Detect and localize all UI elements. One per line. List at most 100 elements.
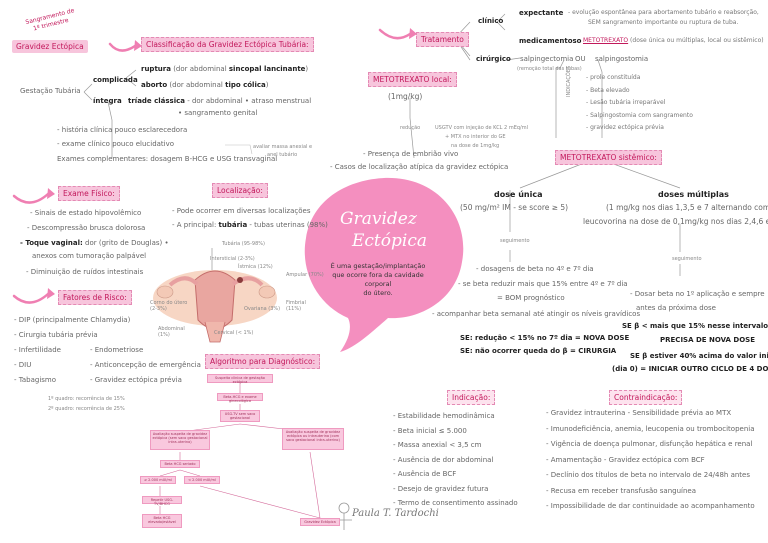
usg-line: na dose de 1mg/kg [451,143,500,149]
aborto-bold: tipo cólica [225,81,266,89]
expectante-2: SEM sangramento importante ou ruptura de… [588,19,739,26]
salp-item: - Lesão tubária irreparável [586,99,666,106]
anat-fimbrial: Fimbrial (11%) [286,300,306,312]
exame-item: - Sinais de estado hipovolêmico [30,209,142,217]
contra-item: - Impossibilidade de dar continuidade ao… [546,502,755,510]
risco-item: - Tabagismo [14,376,57,384]
center-title-2: Ectópica [352,231,427,251]
indicacao-list: - Estabilidade hemodinâmica - Beta inici… [393,409,518,511]
indicacao-item: - Ausência de BCF [393,470,457,478]
ruptura-label: ruptura [141,65,171,73]
center-title-1: Gravidez [340,209,417,229]
algo-box: Gravidez Ectópica [300,518,340,526]
loc-tubas: - tubas uterinas (98%) [249,221,328,229]
algoritmo-header: Algoritmo para Diagnóstico: [205,354,321,369]
expectante: expectante [519,9,564,17]
anat-ovariana: Ovariana (3%) [244,306,281,312]
usg-line: + MTX no interior do GE [445,134,506,140]
classificacao-header: Classificação da Gravidez Ectópica Tubár… [141,37,314,52]
exames-compl: Exames complementares: dosagem B-HCG e U… [57,155,278,163]
center-definition: É uma gestação/implantação que ocorre fo… [318,262,438,298]
loc-tubaria: tubária [218,221,248,229]
mtx-dose: METOTREXATO (dose única ou múltiplas, lo… [583,37,764,45]
algo-box: Beta HCG elevado/estável [142,514,182,528]
indicacao-item: - Massa anexial < 3,5 cm [393,441,482,449]
contra-item: - Amamentação - Gravidez ectópica com BC… [546,455,705,464]
risco-item: - DIP (principalmente Chlamydia) [14,316,131,324]
triade-text: - dor abdominal • atraso menstrual [187,97,312,105]
loc-line2: - A principal: tubária - tubas uterinas … [172,221,328,230]
unica-l4: - acompanhar beta semanal até atingir os… [432,310,641,318]
triade-label: tríade clássica [128,97,185,105]
anat-ampolar: Ampular (70%) [286,272,324,278]
mult-l6: (dia 0) = INICIAR OUTRO CICLO DE 4 DOSES [612,365,768,373]
note-line: anel tubário [267,152,298,158]
aborto: aborto (dor abdominal tipo cólica) [141,81,268,90]
note-line: avaliar massa anexial e [253,144,313,150]
indicacao-header: Indicação: [447,390,496,405]
contra-header: Contraindicação: [609,390,683,405]
aborto-text: (dor abdominal [169,81,223,89]
contra-item: - Recusa em receber transfusão sanguínea [546,486,697,495]
recorrencia-1: 1º quadro: recorrência de 15% [48,396,125,402]
seguimento-2: seguimento [672,256,702,262]
risco-item: - Anticoncepção de emergência [90,361,201,369]
signature: Paula T. Tardochi [352,508,439,519]
mtx-local-l2: - Casos de localização atípica da gravid… [330,163,509,171]
unica-l6: SE: não ocorrer queda do β = CIRURGIA [460,347,617,355]
salp-side: INDICAÇÕES [566,65,572,97]
unica-l1: - dosagens de beta no 4º e 7º dia [476,265,594,273]
arrow-exame [12,192,50,204]
def-line: É uma gestação/implantação [330,262,426,270]
anat-corno: Corno do útero (2-3%) [150,300,188,312]
toque-label: - Toque vaginal: [20,239,83,247]
risco-item: - DIU [14,361,32,369]
localizacao-header: Localização: [212,183,268,198]
indicacao-item: - Termo de consentimento assinado [393,499,518,507]
algo-box: Beta-HCG e exame ginecológico [217,393,263,403]
exame-header: Exame Físico: [58,186,120,201]
algo-box: Avaliação suspeita de gravidez ectópica … [150,430,210,450]
loc-line1: - Pode ocorrer em diversas localizações [172,207,311,215]
anat-abdominal: Abdominal (1%) [158,326,185,338]
contra-item: - Declínio dos títulos de beta no interv… [546,471,751,479]
dose-unica-desc: (50 mg/m² IM - se score ≥ 5) [460,203,569,212]
center-blob [304,177,464,352]
arrow-tratamento [378,28,412,40]
indicacao-item: - Ausência de dor abdominal [393,455,494,464]
clinico: clínico [478,17,504,25]
medicamentoso: medicamentoso [519,37,582,45]
risco-item: - Infertilidade [14,346,61,354]
algo-box: USG-TV sem saco gestacional [220,410,260,422]
recorrencia-2: 2º quadro: recorrência de 25% [48,406,125,412]
mtx-rest: (dose única ou múltiplas, local ou sistê… [630,37,764,44]
algo-box: Suspeita clínica de gestação ectópica [207,374,273,384]
doses-multiplas: doses múltiplas [658,190,729,199]
loc-principal: - A principal: [172,221,217,229]
anat-cervical: Cervical (< 1%) [214,330,254,336]
exame-item: - Descompressão brusca dolorosa [27,224,146,232]
mult-l4: PRECISA DE NOVA DOSE [660,336,755,344]
toque-line2: anexos com tumoração palpável [32,252,147,260]
ou: OU [575,55,586,63]
indicacao-item: - Estabilidade hemodinâmica [393,412,495,420]
mult-l1: - Dosar beta no 1º aplicação e sempre [630,290,765,298]
ruptura-close: ) [305,65,309,73]
mtx-local-via: redução [400,125,421,131]
salp-indicacoes: - prole constituída - Beta elevado - Les… [586,72,693,135]
mtx-local-header: METOTREXATO local: [368,72,457,87]
integra: íntegra [93,97,122,105]
seguimento-1: seguimento [500,238,530,244]
salp-item: - Salpingostomia com sangramento [586,111,693,119]
anat-tubaria: Tubária (95-98%) [222,241,265,247]
exame-item: - Diminuição de ruídos intestinais [26,268,144,276]
mtx-local-usg: USGTV com injeção de KCL 2 mEq/ml + MTX … [435,124,528,151]
contra-item: - Imunodeficiência, anemia, leucopenia o… [546,424,755,433]
mult-l2: antes da próxima dose [636,304,716,312]
tratamento-header: Tratamento [416,32,469,47]
usg-line: USGTV com injeção de KCL 2 mEq/ml [435,125,528,131]
contra-list: - Gravidez intrauterina - Sensibilidade … [546,406,755,515]
multiplas-desc-2: leucovorina na dose de 0,1mg/kg nos dias… [583,217,768,226]
toque-vaginal: - Toque vaginal: dor (grito de Douglas) … [20,239,169,248]
complicada: complicada [93,76,138,84]
